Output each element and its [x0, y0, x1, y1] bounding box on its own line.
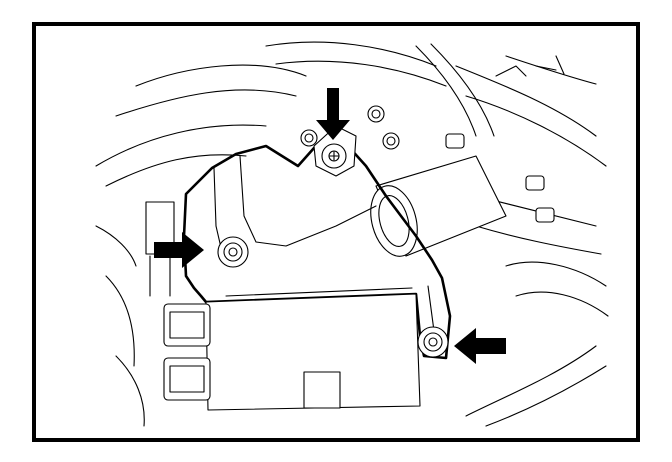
callout-arrows — [154, 88, 506, 364]
arrow-down-icon — [316, 88, 350, 140]
water-outlet-pipe — [370, 155, 507, 257]
engine-bracket-illustration — [95, 41, 609, 427]
figure-frame — [32, 22, 640, 442]
arrow-right-icon — [154, 232, 204, 268]
bracket — [182, 125, 452, 360]
background-linework — [95, 41, 609, 427]
lower-module — [145, 201, 421, 411]
arrow-left-icon — [454, 328, 506, 364]
